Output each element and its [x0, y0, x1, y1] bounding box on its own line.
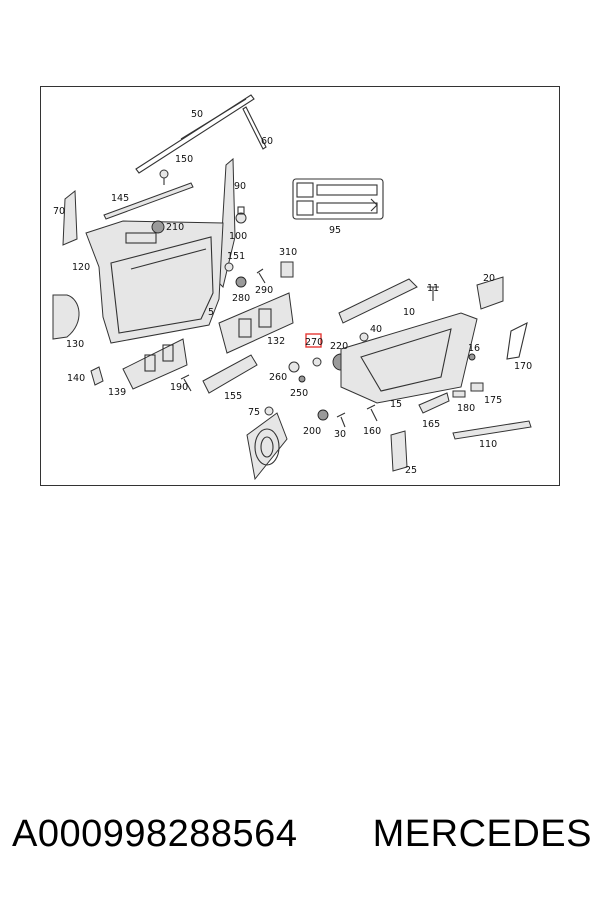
callout-160: 160 — [363, 426, 381, 437]
callout-175: 175 — [484, 395, 502, 406]
callout-100: 100 — [229, 231, 247, 242]
callout-11: 11 — [427, 283, 439, 294]
part-screw-11 — [427, 286, 439, 301]
callout-151: 151 — [227, 251, 245, 262]
part-grommet-151 — [224, 262, 234, 272]
callout-70: 70 — [53, 206, 65, 217]
callout-132: 132 — [267, 336, 285, 347]
callout-10: 10 — [403, 307, 415, 318]
callout-180: 180 — [457, 403, 475, 414]
callout-139: 139 — [108, 387, 126, 398]
callout-95: 95 — [329, 225, 341, 236]
callout-260: 260 — [269, 372, 287, 383]
callout-16: 16 — [468, 343, 480, 354]
part-cap-175 — [470, 382, 484, 392]
part-mirror-base — [52, 294, 80, 340]
callout-5: 5 — [208, 307, 214, 318]
part-cap-180 — [452, 390, 466, 398]
callout-140: 140 — [67, 373, 85, 384]
callout-20: 20 — [483, 273, 495, 284]
callout-200: 200 — [303, 426, 321, 437]
part-270-highlight — [305, 333, 322, 367]
part-trim-strip — [103, 182, 194, 220]
part-switch-139 — [122, 338, 188, 390]
part-screw-16 — [468, 353, 476, 361]
part-label-sticker — [292, 178, 384, 220]
callout-90: 90 — [234, 181, 246, 192]
callout-155: 155 — [224, 391, 242, 402]
parts-diagram: 50 60 150 145 90 70 210 100 95 151 310 1… — [52, 94, 532, 481]
callout-40: 40 — [370, 324, 382, 335]
part-clip-75 — [264, 406, 274, 416]
part-screw — [159, 169, 169, 185]
part-plug-140 — [90, 366, 104, 386]
callout-220: 220 — [330, 341, 348, 352]
callout-310: 310 — [279, 247, 297, 258]
part-window-channel — [135, 94, 255, 174]
part-caption: A000998288564 MERCEDES — [12, 806, 592, 862]
callout-30: 30 — [334, 429, 346, 440]
part-strip-110 — [452, 420, 532, 440]
callout-15: 15 — [390, 399, 402, 410]
part-screw-160 — [366, 404, 378, 422]
callout-170: 170 — [514, 361, 532, 372]
part-bracket-25 — [390, 430, 408, 472]
part-handle-170 — [506, 321, 528, 360]
part-mirror-cover — [62, 189, 78, 246]
callout-280: 280 — [232, 293, 250, 304]
callout-165: 165 — [422, 419, 440, 430]
callout-270: 270 — [305, 337, 323, 348]
callout-120: 120 — [72, 262, 90, 273]
callout-210: 210 — [166, 222, 184, 233]
part-cover-165 — [418, 392, 450, 414]
part-speaker — [246, 412, 288, 481]
part-bolt-250 — [298, 375, 306, 383]
part-armrest — [338, 278, 418, 324]
part-screw-290 — [256, 268, 266, 284]
part-clip-280 — [235, 276, 247, 288]
callout-60: 60 — [261, 136, 273, 147]
part-bracket-310 — [280, 261, 294, 278]
callout-250: 250 — [290, 388, 308, 399]
part-seal-strip — [242, 106, 267, 150]
part-bracket-20 — [476, 276, 504, 310]
callout-150: 150 — [175, 154, 193, 165]
callout-290: 290 — [255, 285, 273, 296]
part-screw-30 — [336, 412, 346, 428]
callout-110: 110 — [479, 439, 497, 450]
part-door-panel — [85, 220, 224, 344]
part-washer-260 — [288, 361, 300, 373]
callout-75: 75 — [248, 407, 260, 418]
part-switch-panel — [218, 292, 294, 354]
part-clip-100 — [235, 206, 247, 224]
part-clip-200 — [317, 409, 329, 421]
callout-145: 145 — [111, 193, 129, 204]
part-screw-190 — [180, 374, 192, 392]
callout-130: 130 — [66, 339, 84, 350]
callout-25: 25 — [405, 465, 417, 476]
part-number: A000998288564 — [12, 812, 298, 855]
part-trim-155 — [202, 354, 258, 394]
callout-50: 50 — [191, 109, 203, 120]
callout-labels: 50 60 150 145 90 70 210 100 95 151 310 1… — [53, 109, 532, 476]
part-door-trim-lower — [340, 312, 478, 404]
callout-190: 190 — [170, 382, 188, 393]
parts-diagram-frame: 50 60 150 145 90 70 210 100 95 151 310 1… — [40, 86, 560, 486]
brand-name: MERCEDES — [372, 812, 592, 855]
part-knob — [151, 220, 165, 234]
part-clip-40 — [359, 332, 369, 342]
